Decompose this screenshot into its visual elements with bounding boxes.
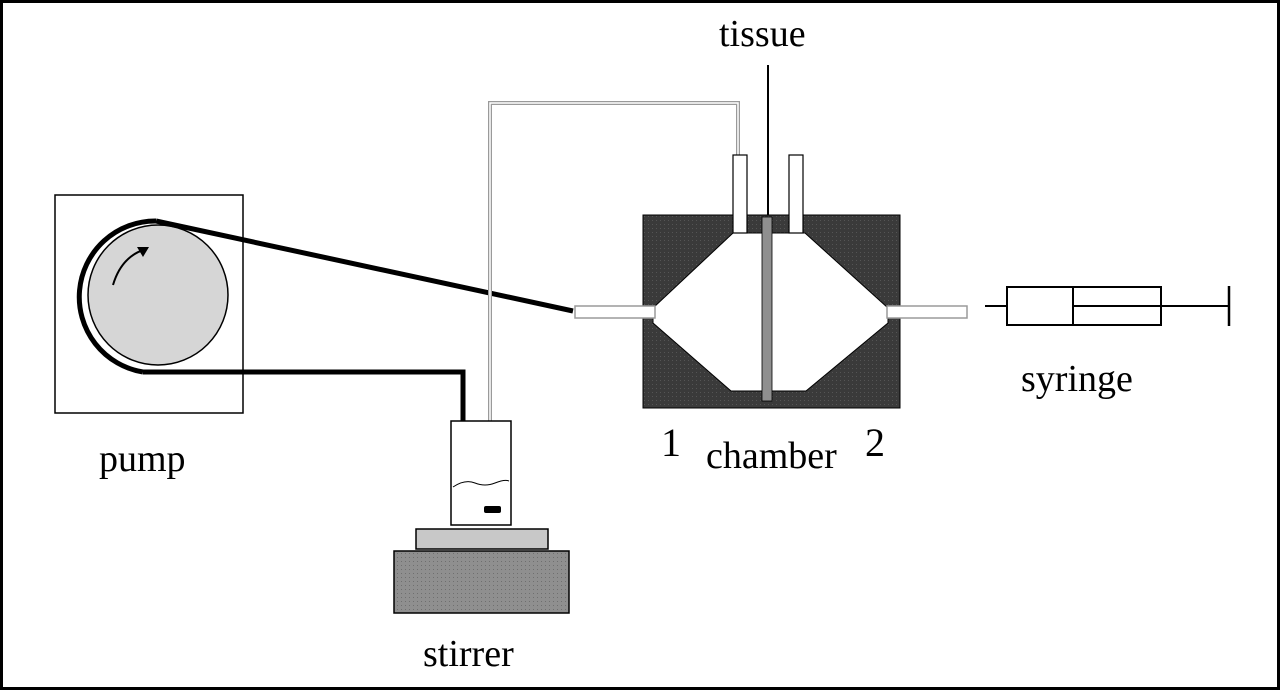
pump xyxy=(54,194,244,414)
chamber-label: chamber xyxy=(706,435,837,477)
top-port-2 xyxy=(788,154,804,234)
inlet-port xyxy=(574,305,656,319)
return-tube-core xyxy=(489,102,739,481)
port-1-label: 1 xyxy=(661,420,681,465)
stirrer-base xyxy=(393,550,570,614)
port-2-label: 2 xyxy=(865,420,885,465)
pump-tubing-loop xyxy=(76,218,157,375)
beaker-liquid-surface xyxy=(452,479,510,488)
stirrer-plate xyxy=(415,528,549,550)
return-tube xyxy=(488,101,740,481)
outlet-port xyxy=(886,305,968,319)
beaker xyxy=(450,420,512,526)
setup-diagram xyxy=(54,65,1231,614)
tissue-septum xyxy=(761,216,773,402)
stirrer xyxy=(393,420,570,614)
syringe xyxy=(985,286,1231,326)
top-port-1 xyxy=(732,154,748,234)
pump-label: pump xyxy=(99,438,186,480)
stir-bar xyxy=(484,506,501,513)
rotation-arrow-icon xyxy=(112,249,144,286)
chamber xyxy=(574,154,968,409)
pump-rotor xyxy=(87,224,229,366)
syringe-label: syringe xyxy=(1021,358,1133,400)
tissue-label: tissue xyxy=(719,13,806,55)
rotation-arrowhead xyxy=(137,247,149,257)
stirrer-label: stirrer xyxy=(423,633,514,675)
tube-pump-to-chamber xyxy=(155,218,574,314)
